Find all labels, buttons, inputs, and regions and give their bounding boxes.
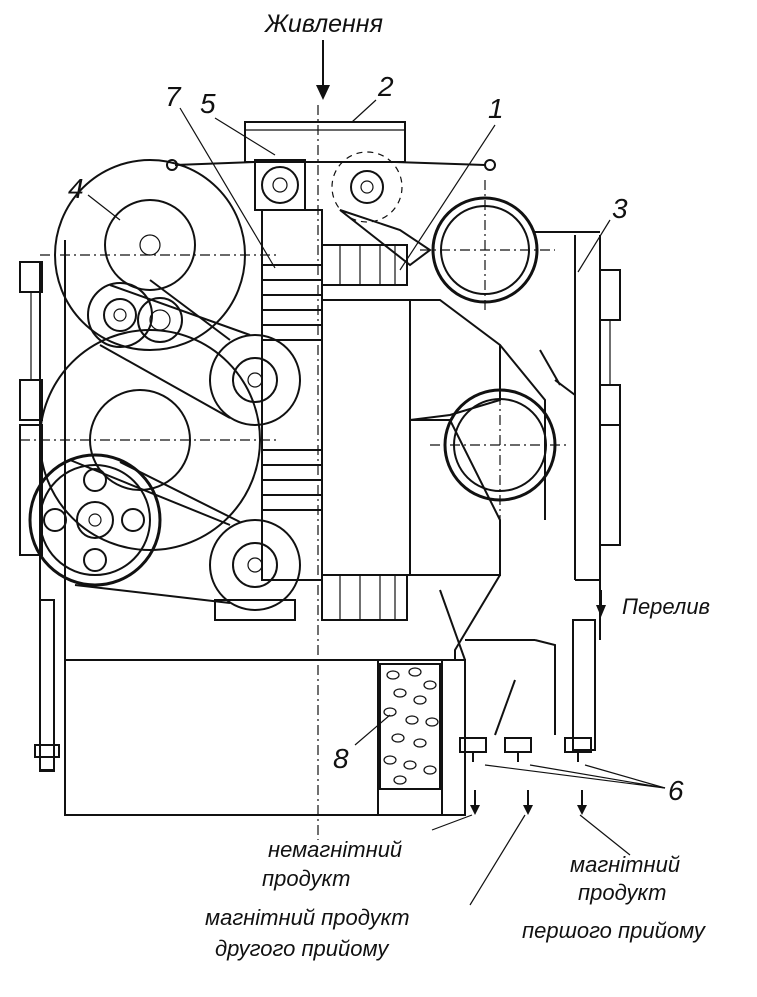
feeder-roller-2 xyxy=(331,151,432,267)
roll-lower xyxy=(430,375,570,520)
idler-pulley-upper xyxy=(87,282,183,348)
chute-walls xyxy=(439,344,576,736)
top-levers xyxy=(166,159,496,171)
pulley-lower xyxy=(20,329,280,551)
callout-leaders xyxy=(87,99,666,906)
magnetic-second-label-line2: другого прийому xyxy=(215,936,390,961)
callout-6: 6 xyxy=(668,775,684,806)
drive-belts xyxy=(69,279,251,604)
overflow-label: Перелив xyxy=(622,594,710,619)
machine-frame xyxy=(19,231,621,660)
magnetic-first-label-line2: продукт xyxy=(578,880,666,905)
drive-pulley-right-lower xyxy=(209,519,301,621)
feed-inlet xyxy=(244,40,406,163)
product-arrows xyxy=(470,590,606,815)
callout-5: 5 xyxy=(200,88,216,119)
feeder-roller-5 xyxy=(254,159,306,211)
nonmagnetic-label-line1: немагнітний xyxy=(268,837,402,862)
feed-label: Живлення xyxy=(263,10,383,38)
callout-8: 8 xyxy=(333,743,349,774)
base-box xyxy=(34,599,596,816)
roll-upper-1 xyxy=(420,180,555,310)
callout-1: 1 xyxy=(488,93,504,124)
magnetic-first-label-line3: першого прийому xyxy=(522,918,707,943)
magnetic-second-label-line1: магнітний продукт xyxy=(205,905,410,930)
callout-2: 2 xyxy=(377,71,394,102)
callout-4: 4 xyxy=(68,173,84,204)
magnetic-first-label-line1: магнітний xyxy=(570,852,680,877)
motor-pulley-left xyxy=(28,453,162,587)
callout-7: 7 xyxy=(165,81,182,112)
cassette-8 xyxy=(379,663,441,790)
callout-3: 3 xyxy=(612,193,628,224)
pulley-upper-4 xyxy=(40,159,280,351)
drive-pulley-right-upper xyxy=(209,334,301,426)
outlet-nozzles-6 xyxy=(459,737,592,762)
nonmagnetic-label-line2: продукт xyxy=(262,866,350,891)
